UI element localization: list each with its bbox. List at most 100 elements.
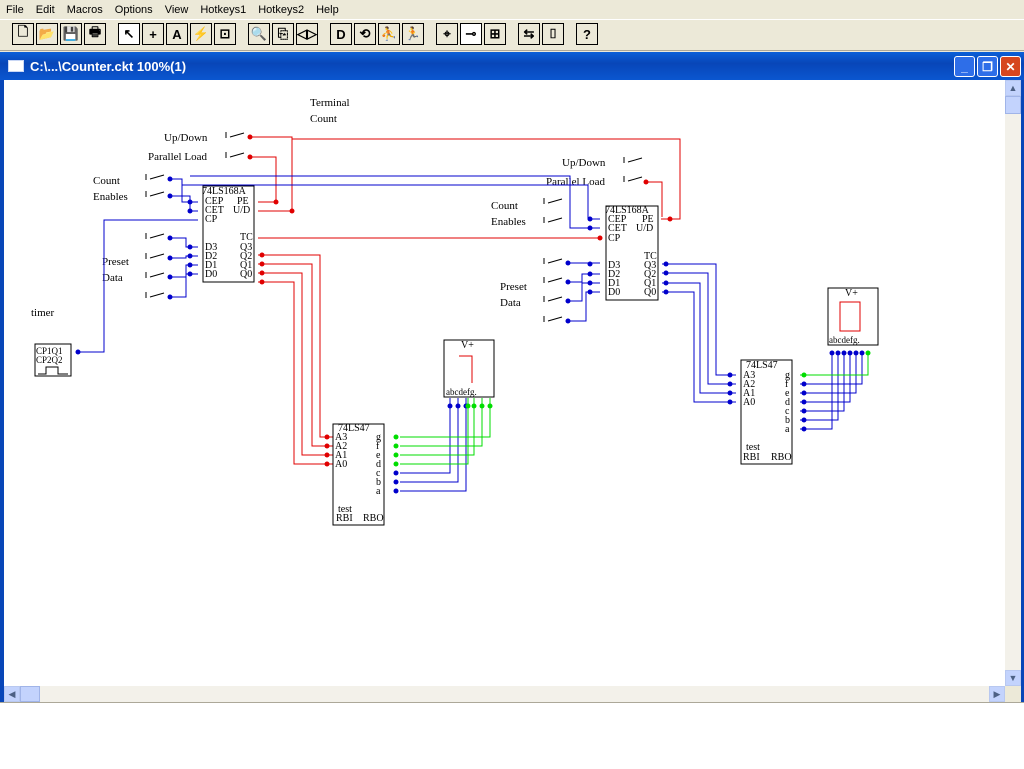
menu-options[interactable]: Options xyxy=(114,3,153,16)
pin-a0: A0 xyxy=(335,459,347,470)
pin-ud: U/D xyxy=(636,223,653,234)
switch-preset-2d[interactable] xyxy=(543,316,563,322)
pin-pe: PE xyxy=(237,196,249,207)
menu-view[interactable]: View xyxy=(164,3,189,16)
segment-lit xyxy=(459,355,473,383)
switch-updown-1[interactable] xyxy=(225,132,245,138)
seven-segment-display-1[interactable]: V+ abcdefg. xyxy=(443,339,495,398)
wires-active xyxy=(250,136,681,465)
nodes-segments xyxy=(393,350,871,467)
save-icon[interactable]: 💾 xyxy=(60,23,82,45)
minimize-button[interactable]: _ xyxy=(954,56,975,77)
switch-preset-1d[interactable] xyxy=(145,292,165,298)
vertical-scroll-thumb[interactable] xyxy=(1005,96,1021,114)
restore-button[interactable]: ❐ xyxy=(977,56,998,77)
vertical-scrollbar[interactable]: ▲ ▼ xyxy=(1005,80,1021,686)
display-pins: abcdefg. xyxy=(829,335,860,345)
menu-macros[interactable]: Macros xyxy=(66,3,103,16)
scroll-right-icon[interactable]: ▶ xyxy=(989,686,1005,702)
switch-preset-2b[interactable] xyxy=(543,277,563,283)
window-border-right xyxy=(1021,80,1024,702)
mirror-icon[interactable]: ◁▷ xyxy=(296,23,318,45)
timer-row2: CP2Q2 xyxy=(36,355,63,365)
gate-icon[interactable]: D xyxy=(330,23,352,45)
label-preset-1: Preset xyxy=(102,256,129,268)
switches xyxy=(145,132,643,322)
label-parallel-load-2: Parallel Load xyxy=(546,176,605,188)
switch-preset-1b[interactable] xyxy=(145,253,165,259)
timer-component[interactable]: CP1Q1 CP2Q2 xyxy=(34,343,72,377)
wires-segments xyxy=(400,352,869,465)
new-file-icon[interactable]: 🗋 xyxy=(12,23,34,45)
switch-count-enable-1b[interactable] xyxy=(145,191,165,197)
run-icon[interactable]: 🏃 xyxy=(402,23,424,45)
pin-d2: D2 xyxy=(205,251,217,262)
switch-parallel-1[interactable] xyxy=(225,152,245,158)
seg-f: f xyxy=(785,379,789,390)
chip-label: 74LS168A xyxy=(202,186,247,197)
counter-chip-1[interactable]: 74LS168A CEP CET CP PE U/D TC D3 D2 D1 D… xyxy=(202,185,255,283)
step-icon[interactable]: ⛹ xyxy=(378,23,400,45)
zoom-icon[interactable]: 🔍 xyxy=(248,23,270,45)
close-button[interactable]: ✕ xyxy=(1000,56,1021,77)
label-data-1: Data xyxy=(102,272,123,284)
window-border-left xyxy=(0,80,4,702)
nodes-inactive xyxy=(75,176,865,494)
switch-preset-2a[interactable] xyxy=(543,258,563,264)
print-icon[interactable]: 🖶 xyxy=(84,23,106,45)
display-vplus: V+ xyxy=(845,288,858,299)
bracket-icon[interactable]: ⌷ xyxy=(542,23,564,45)
pin-q3: Q3 xyxy=(644,260,656,271)
pin-cep: CEP xyxy=(608,214,627,225)
rotate-icon[interactable]: ⟲ xyxy=(354,23,376,45)
menu-hotkeys1[interactable]: Hotkeys1 xyxy=(200,3,247,16)
menu-hotkeys2[interactable]: Hotkeys2 xyxy=(258,3,305,16)
seg-b: b xyxy=(785,415,790,426)
pin-q0: Q0 xyxy=(240,269,252,280)
scroll-left-icon[interactable]: ◀ xyxy=(4,686,20,702)
pin-d1: D1 xyxy=(608,278,620,289)
pin-d0: D0 xyxy=(608,287,620,298)
switch-count-enable-2a[interactable] xyxy=(543,198,563,204)
probe-icon[interactable]: ⊡ xyxy=(214,23,236,45)
scroll-up-icon[interactable]: ▲ xyxy=(1005,80,1021,96)
decoder-chip-2[interactable]: 74LS47 A3 A2 A1 A0 g f e d c b a test RB… xyxy=(740,359,793,465)
switch-updown-2[interactable] xyxy=(623,157,643,163)
seg-a: a xyxy=(785,424,790,435)
text-tool-icon[interactable]: A xyxy=(166,23,188,45)
switch-count-enable-1a[interactable] xyxy=(145,174,165,180)
switch-preset-2c[interactable] xyxy=(543,296,563,302)
wire-mode-icon[interactable]: ⊸ xyxy=(460,23,482,45)
display-pins: abcdefg. xyxy=(446,387,477,397)
circuit-canvas[interactable]: Terminal Count Up/Down Parallel Load Cou… xyxy=(4,80,1005,686)
switch-parallel-2[interactable] xyxy=(623,176,643,182)
select-arrow-icon[interactable]: ↖ xyxy=(118,23,140,45)
decoder-chip-1[interactable]: 74LS47 A3 A2 A1 A0 g f e d c b a test RB… xyxy=(332,423,385,526)
counter-chip-2[interactable]: 74LS168A CEP CET CP PE U/D TC D3 D2 D1 D… xyxy=(605,205,659,301)
scroll-down-icon[interactable]: ▼ xyxy=(1005,670,1021,686)
paste-icon[interactable]: ⎘ xyxy=(272,23,294,45)
pin-a2: A2 xyxy=(743,379,755,390)
signal-icon[interactable]: ⚡ xyxy=(190,23,212,45)
pin-d2: D2 xyxy=(608,269,620,280)
horizontal-scroll-thumb[interactable] xyxy=(20,686,40,702)
wire-cross-icon[interactable]: + xyxy=(142,23,164,45)
label-data-2: Data xyxy=(500,297,521,309)
help-icon[interactable]: ? xyxy=(576,23,598,45)
grid-icon[interactable]: ⊞ xyxy=(484,23,506,45)
menu-help[interactable]: Help xyxy=(316,3,339,16)
seg-e: e xyxy=(376,450,381,461)
rotate-part-icon[interactable]: ⇆ xyxy=(518,23,540,45)
menu-file[interactable]: File xyxy=(6,3,24,16)
horizontal-scrollbar[interactable]: ◀ ▶ xyxy=(4,686,1005,702)
pin-icon[interactable]: ⌖ xyxy=(436,23,458,45)
menu-edit[interactable]: Edit xyxy=(35,3,55,16)
pin-d3: D3 xyxy=(205,242,217,253)
switch-preset-1c[interactable] xyxy=(145,272,165,278)
pin-cet: CET xyxy=(608,223,627,234)
switch-count-enable-2b[interactable] xyxy=(543,217,563,223)
open-folder-icon[interactable]: 📂 xyxy=(36,23,58,45)
seven-segment-display-2[interactable]: V+ abcdefg. xyxy=(827,287,879,346)
seg-a: a xyxy=(376,486,381,497)
switch-preset-1a[interactable] xyxy=(145,233,165,239)
